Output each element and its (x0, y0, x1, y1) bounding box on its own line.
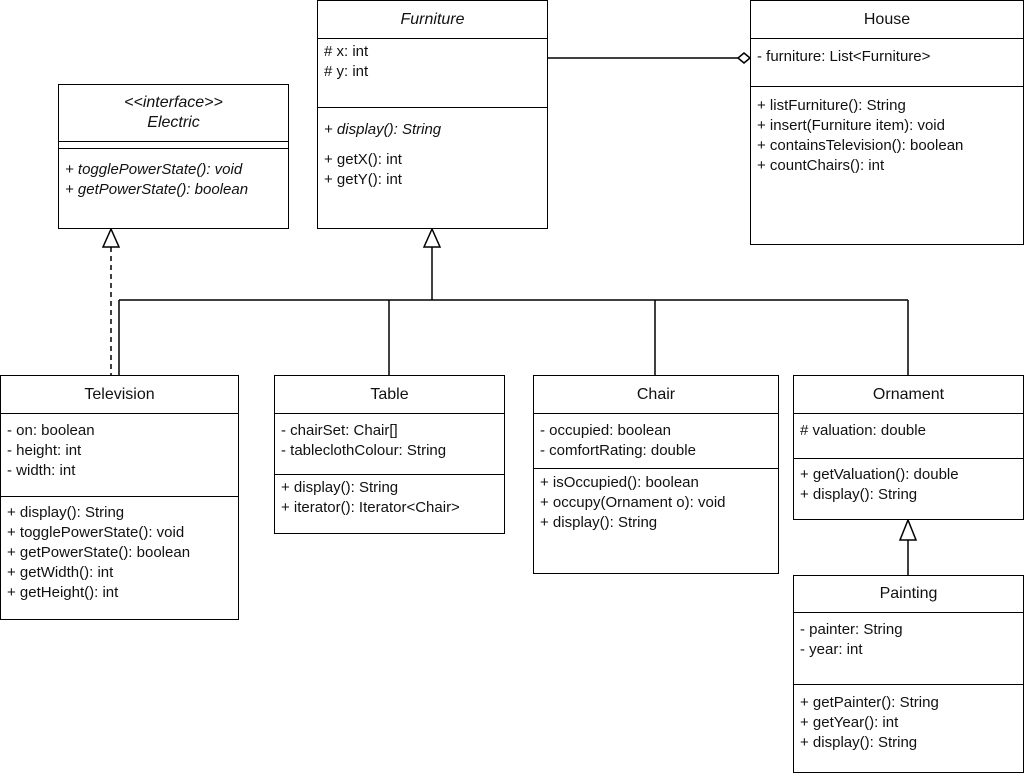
class-television[interactable]: Television - on: boolean - height: int -… (0, 375, 239, 620)
method: + display(): String (540, 514, 658, 531)
methods-section: + display(): String + iterator(): Iterat… (275, 475, 504, 518)
method: + getPowerState(): boolean (65, 181, 249, 198)
methods-section: + listFurniture(): String + insert(Furni… (751, 87, 1023, 176)
method: + display(): String (800, 734, 918, 751)
method: + listFurniture(): String (757, 97, 906, 114)
methods-section: + getValuation(): double + display(): St… (794, 459, 1023, 505)
method: + display(): String (800, 486, 918, 503)
class-name: House (751, 1, 1023, 39)
attribute: - year: int (800, 641, 863, 658)
attributes-section: # x: int # y: int (318, 39, 547, 108)
class-name: Ornament (794, 376, 1023, 414)
attributes-section: - furniture: List<Furniture> (751, 39, 1023, 87)
class-name: Chair (534, 376, 778, 414)
attribute: - on: boolean (7, 422, 95, 439)
generalization-tree (118, 247, 909, 375)
methods-section: + isOccupied(): boolean + occupy(Ornamen… (534, 469, 778, 533)
method: + getPainter(): String (800, 694, 939, 711)
attribute: - comfortRating: double (540, 442, 696, 459)
interface-electric[interactable]: <<interface>> Electric + togglePowerStat… (58, 84, 289, 229)
method: + iterator(): Iterator<Chair> (281, 499, 460, 516)
class-table[interactable]: Table - chairSet: Chair[] - tableclothCo… (274, 375, 505, 534)
method: + getValuation(): double (800, 466, 959, 483)
aggregation-diamond (736, 52, 752, 64)
method: + containsTelevision(): boolean (757, 137, 964, 154)
methods-section: + togglePowerState(): void + getPowerSta… (59, 149, 288, 200)
methods-section: + display(): String + getX(): int + getY… (318, 108, 547, 190)
methods-section: + getPainter(): String + getYear(): int … (794, 685, 1023, 753)
ornament-generalization-arrowhead (898, 517, 918, 541)
attributes-section: # valuation: double (794, 414, 1023, 459)
class-name: Television (1, 376, 238, 414)
method: + getHeight(): int (7, 584, 119, 601)
class-furniture[interactable]: Furniture # x: int # y: int + display():… (317, 0, 548, 229)
attributes-section: - on: boolean - height: int - width: int (1, 414, 238, 497)
method: + occupy(Ornament o): void (540, 494, 726, 511)
attribute: - furniture: List<Furniture> (757, 48, 931, 65)
method: + togglePowerState(): void (65, 161, 243, 178)
attributes-section (59, 142, 288, 149)
class-name: Furniture (318, 1, 547, 39)
class-ornament[interactable]: Ornament # valuation: double + getValuat… (793, 375, 1024, 520)
attribute: # valuation: double (800, 422, 926, 439)
method: + getYear(): int (800, 714, 899, 731)
attribute: - painter: String (800, 621, 903, 638)
class-name: Table (275, 376, 504, 414)
furniture-generalization-arrowhead (422, 227, 442, 248)
attribute: # y: int (324, 63, 369, 80)
attributes-section: - chairSet: Chair[] - tableclothColour: … (275, 414, 504, 475)
attribute: - tableclothColour: String (281, 442, 447, 459)
method: + getX(): int (324, 151, 402, 168)
interface-header: <<interface>> Electric (59, 85, 288, 142)
attributes-section: - occupied: boolean - comfortRating: dou… (534, 414, 778, 469)
method: + display(): String (7, 504, 125, 521)
method: + display(): String (281, 479, 399, 496)
method: + getWidth(): int (7, 564, 114, 581)
stereotype: <<interface>> (124, 94, 223, 111)
methods-section: + display(): String + togglePowerState()… (1, 497, 238, 603)
method: + insert(Furniture item): void (757, 117, 945, 134)
class-painting[interactable]: Painting - painter: String - year: int +… (793, 575, 1024, 773)
class-name: Electric (147, 114, 200, 131)
method: + getPowerState(): boolean (7, 544, 191, 561)
attribute: # x: int (324, 43, 369, 60)
abstract-method: + display(): String (324, 121, 442, 138)
attribute: - chairSet: Chair[] (281, 422, 398, 439)
method: + togglePowerState(): void (7, 524, 185, 541)
attribute: - occupied: boolean (540, 422, 671, 439)
attributes-section: - painter: String - year: int (794, 613, 1023, 685)
attribute: - height: int (7, 442, 82, 459)
method: + countChairs(): int (757, 157, 885, 174)
class-house[interactable]: House - furniture: List<Furniture> + lis… (750, 0, 1024, 245)
attribute: - width: int (7, 462, 76, 479)
electric-realization-arrowhead (101, 227, 121, 248)
class-name: Painting (794, 576, 1023, 613)
method: + getY(): int (324, 171, 402, 188)
method: + isOccupied(): boolean (540, 474, 699, 491)
class-chair[interactable]: Chair - occupied: boolean - comfortRatin… (533, 375, 779, 574)
